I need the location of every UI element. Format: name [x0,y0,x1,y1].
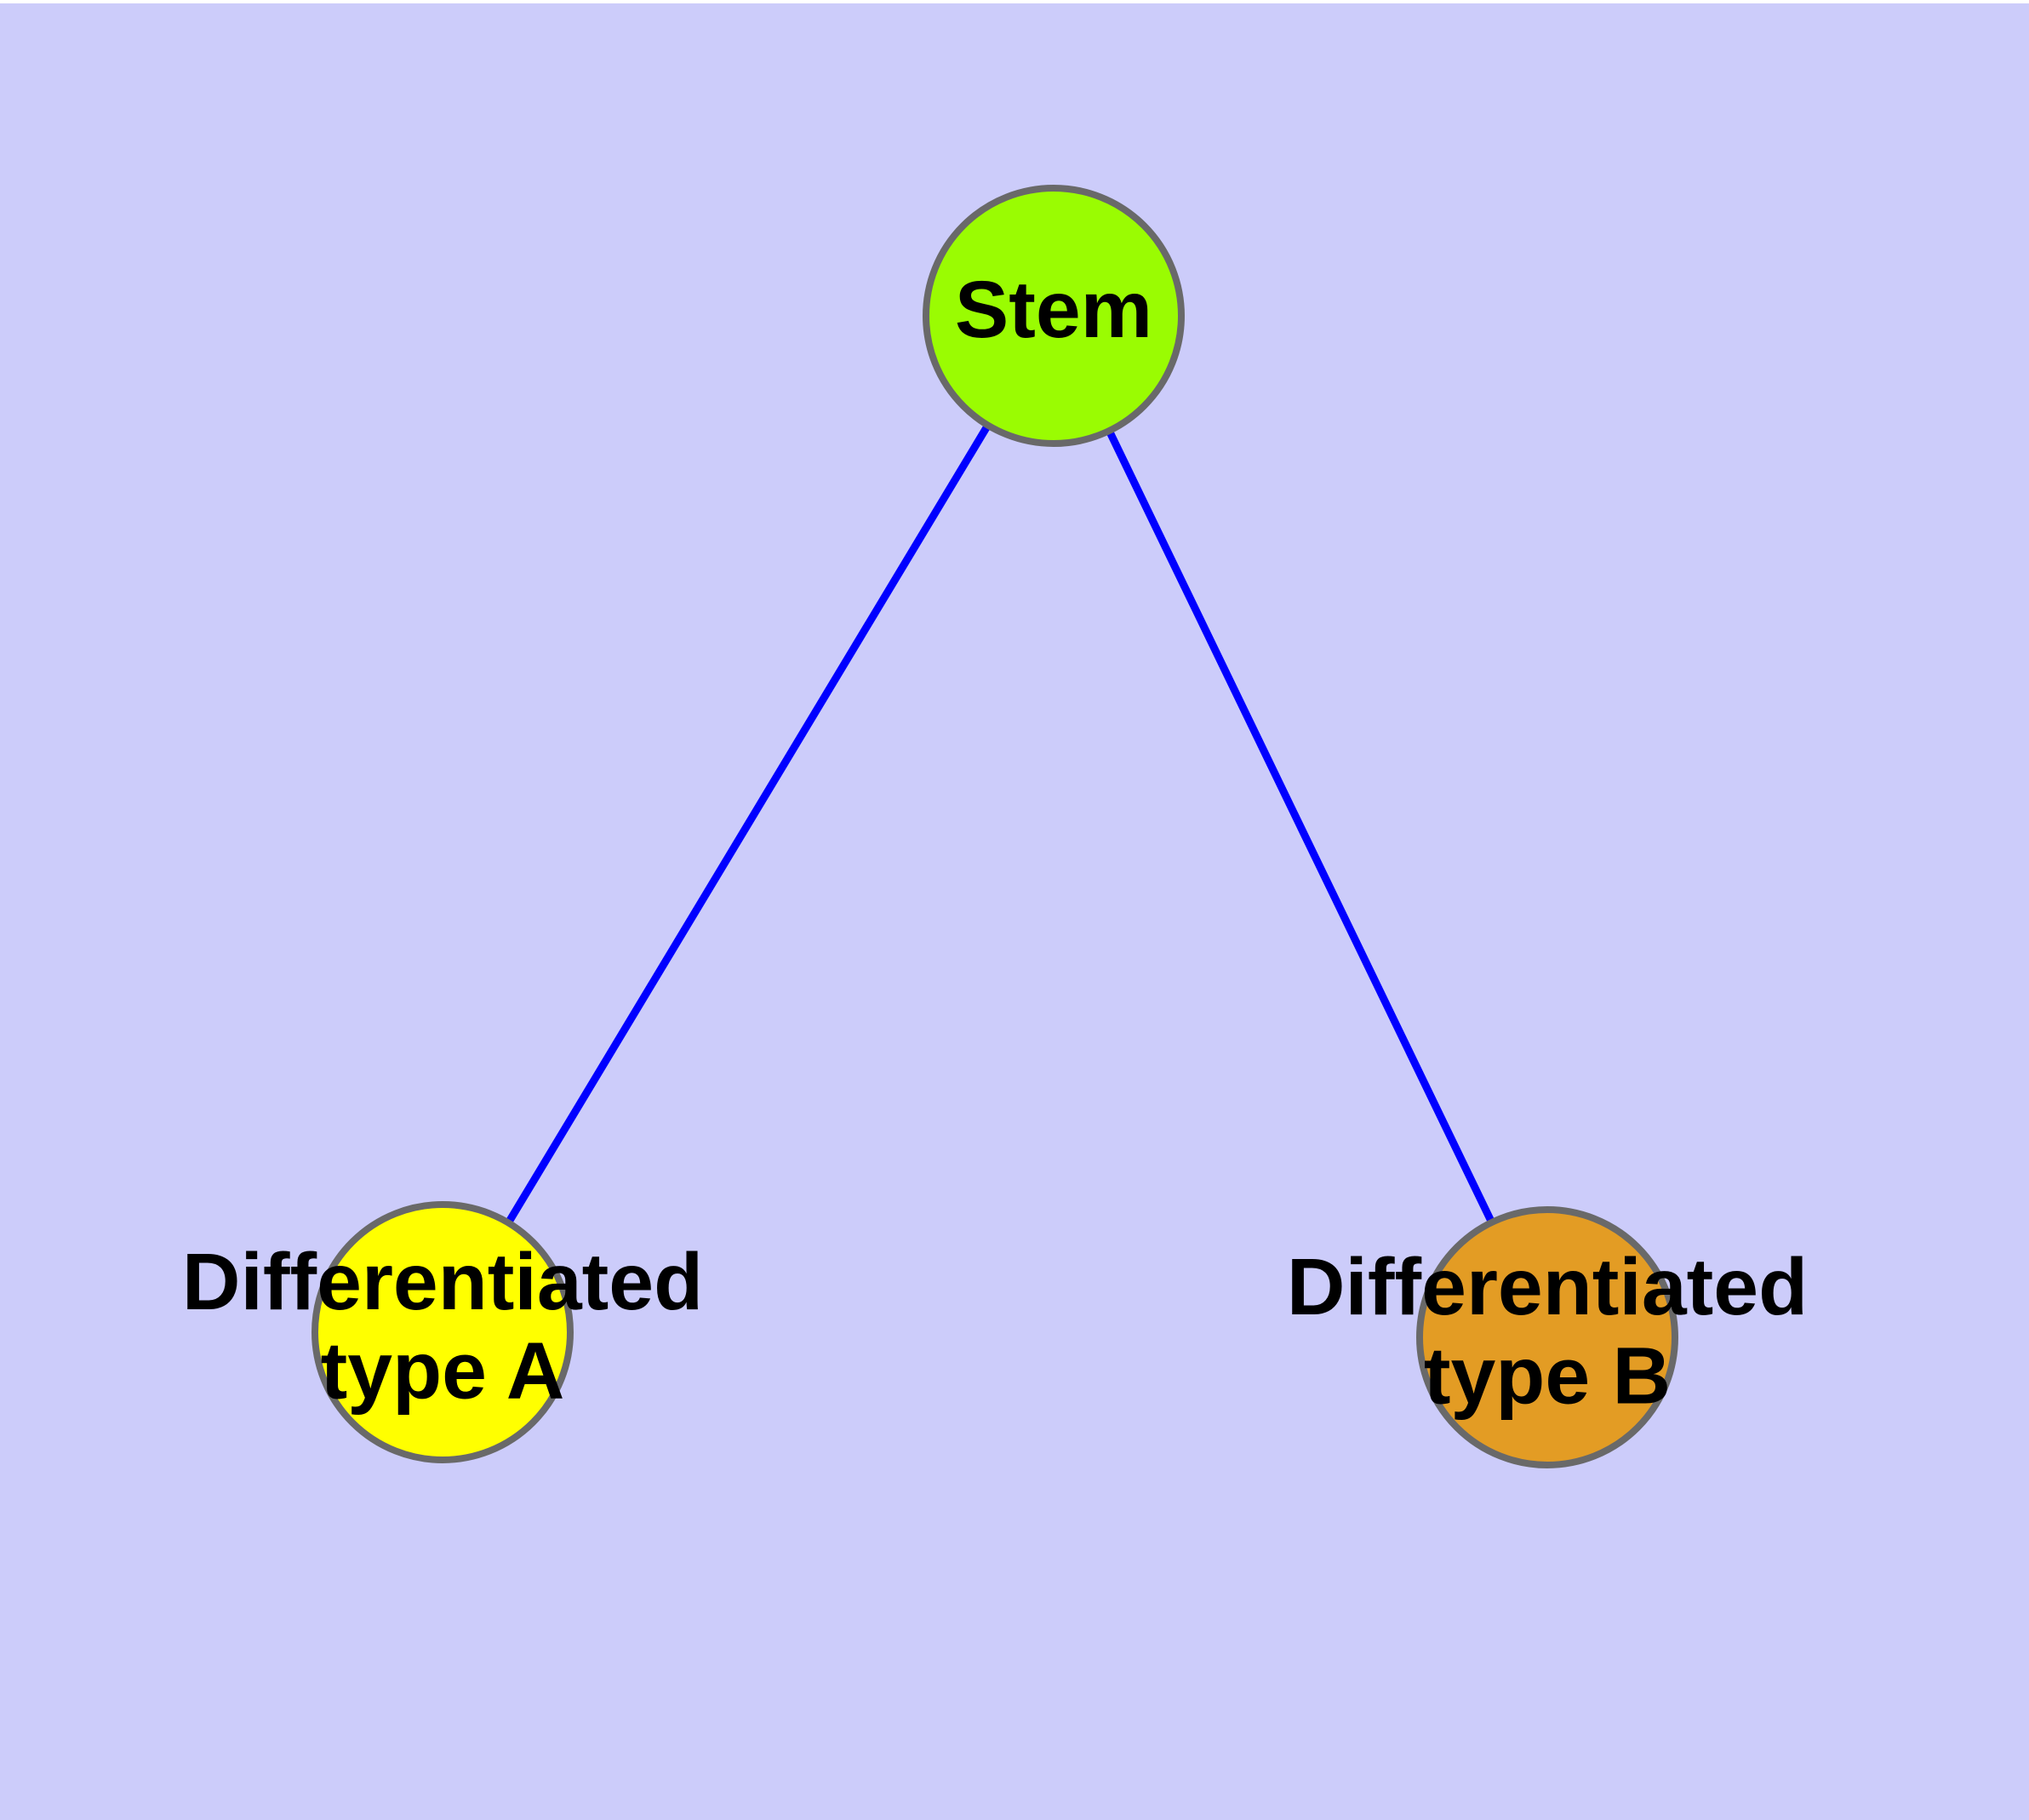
node-differentiated-type-a-label-line-1: Differentiated [182,1237,703,1327]
edge-stem-to-differentiated-type-a[interactable] [505,423,992,1225]
node-differentiated-type-b-label-line-2: type B [1424,1331,1671,1421]
node-differentiated-type-a-label-line-2: type A [321,1325,565,1416]
edge-stem-to-differentiated-type-b[interactable] [1106,429,1495,1224]
node-stem-circle[interactable] [923,185,1185,447]
node-differentiated-type-b[interactable]: Differentiated type B [1287,1206,1808,1468]
node-differentiated-type-b-label-line-1: Differentiated [1287,1242,1808,1332]
canvas-top-margin [0,0,2029,3]
node-stem-label-line-1: Stem [955,265,1152,355]
node-stem[interactable]: Stem [923,185,1185,447]
node-differentiated-type-a[interactable]: Differentiated type A [182,1201,703,1463]
node-differentiated-type-a-circle[interactable] [311,1201,574,1463]
node-differentiated-type-b-circle[interactable] [1416,1206,1678,1468]
edge-layer [505,423,1495,1225]
